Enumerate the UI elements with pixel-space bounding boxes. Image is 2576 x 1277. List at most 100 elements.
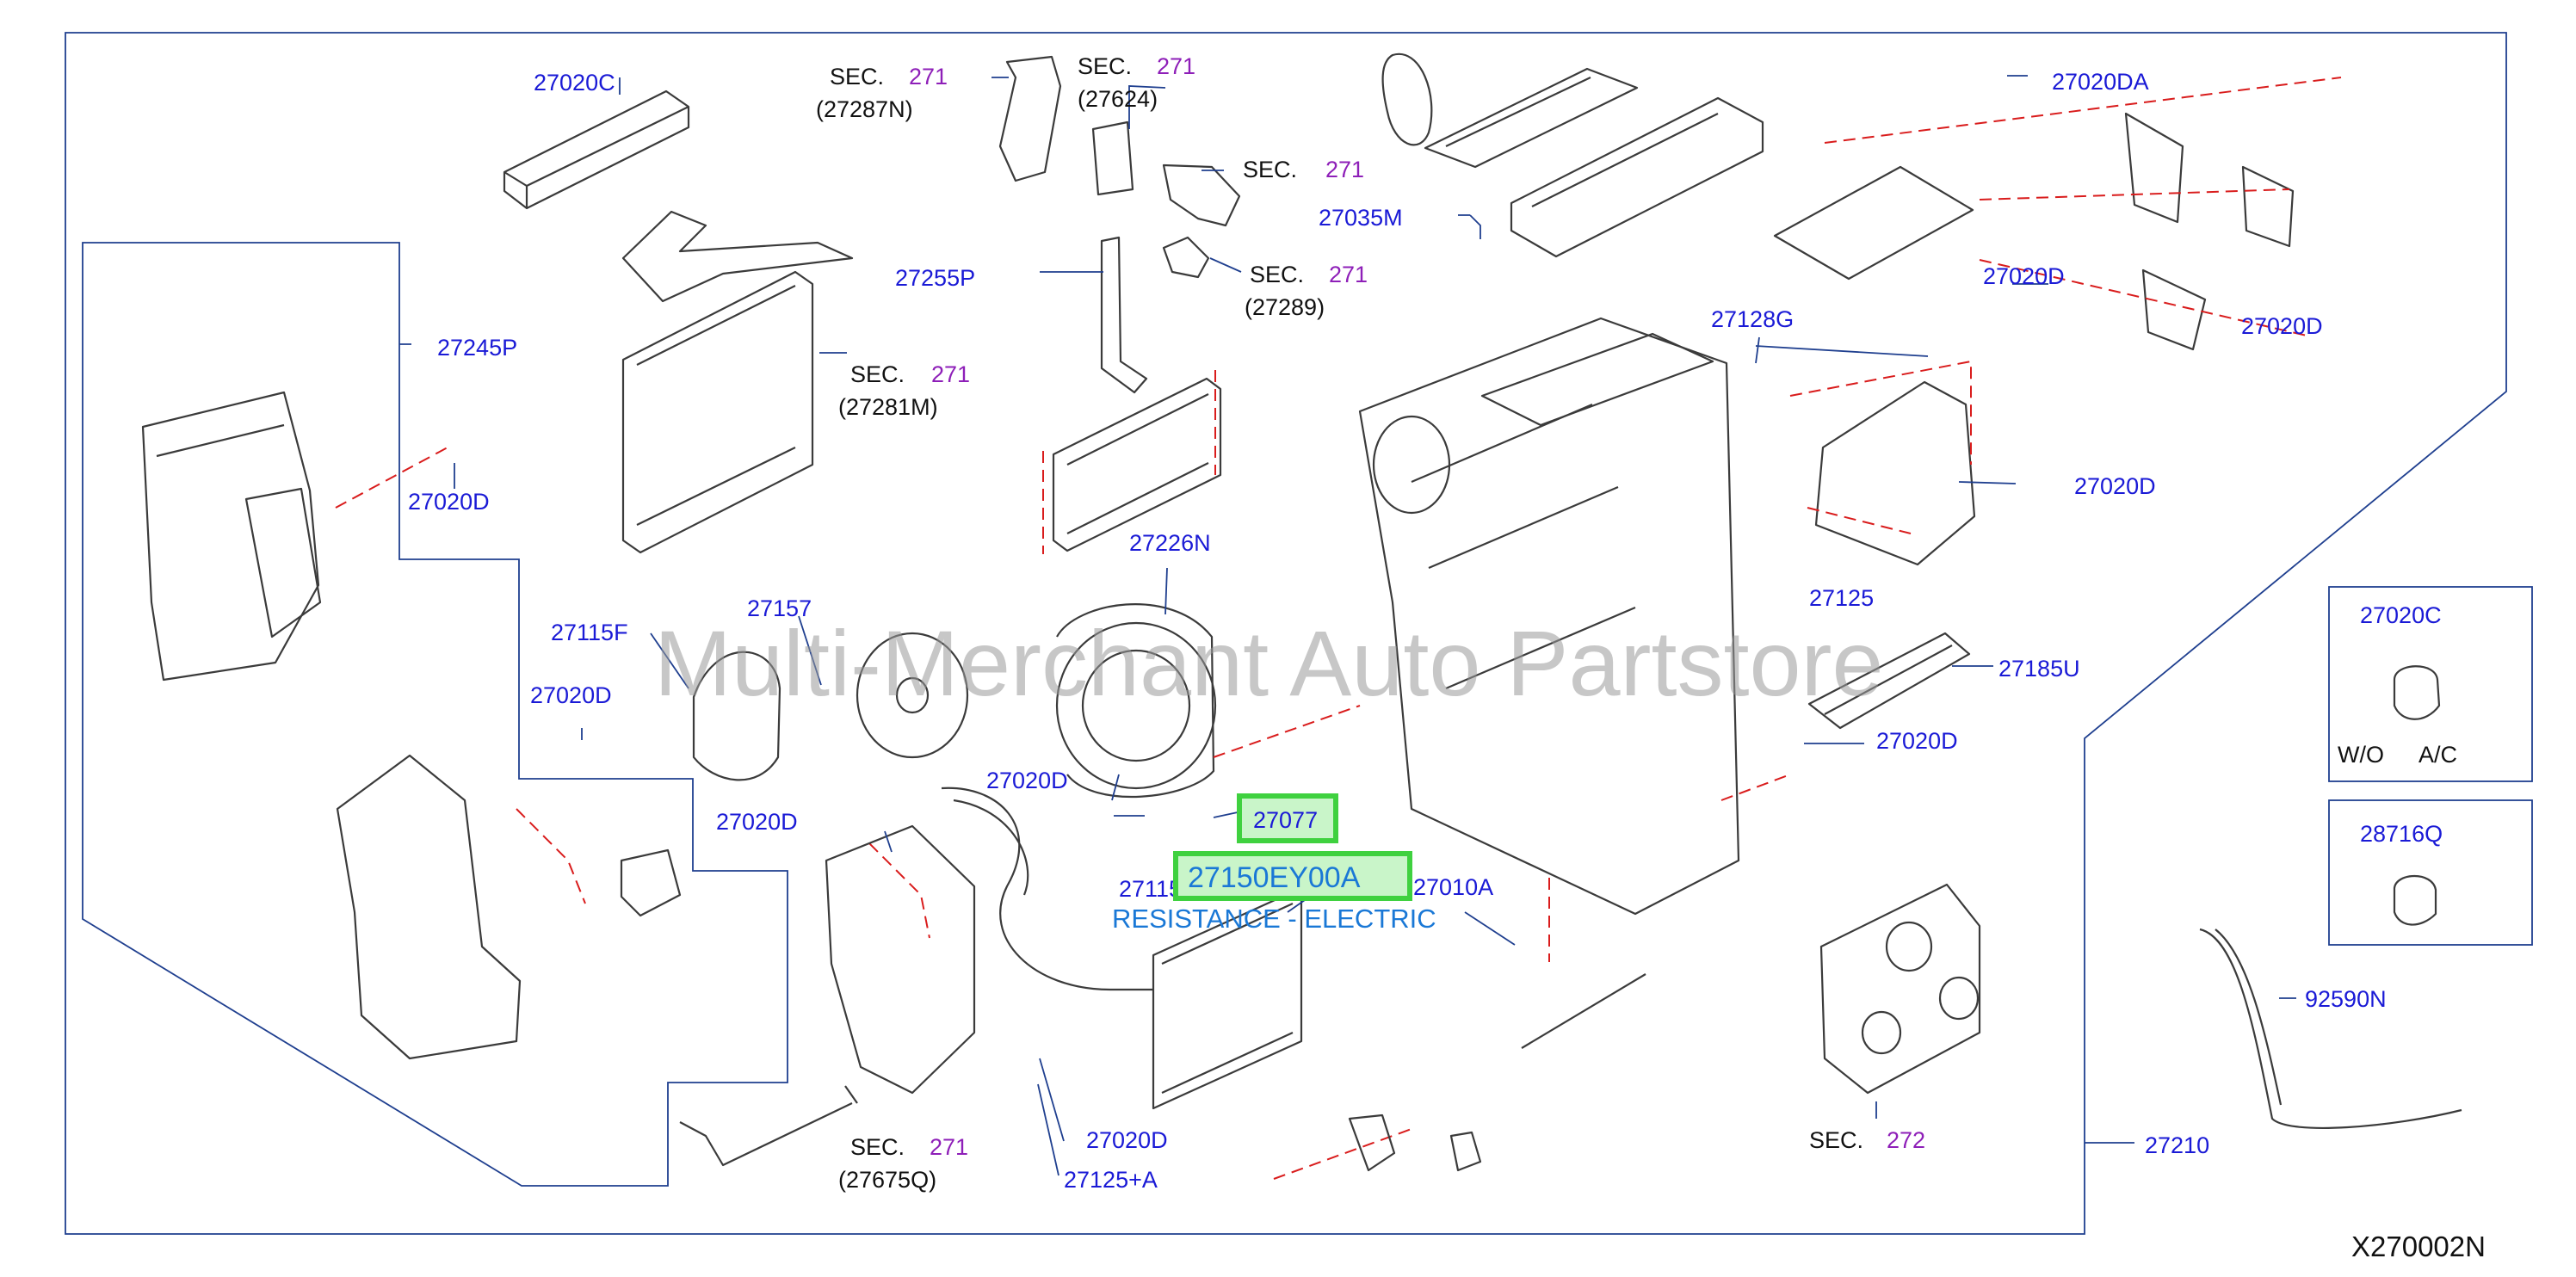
highlight-part-description: RESISTANCE - ELECTRIC — [1112, 904, 1436, 934]
callout-27255P: 27255P — [895, 265, 975, 291]
heater-core-part — [1152, 886, 1303, 1110]
callout-27185U: 27185U — [1998, 656, 2080, 682]
svg-text:(27624): (27624) — [1078, 86, 1158, 112]
wire-harness-part — [679, 1085, 858, 1167]
callout-27020D-right: 27020D — [2241, 313, 2323, 339]
actuator-assembly-part — [1773, 112, 2295, 351]
highlight-part-fill — [1176, 854, 1410, 898]
heater-unit-part — [1358, 317, 1740, 916]
expansion-valve-part — [1091, 120, 1134, 196]
highlight-part-box — [1173, 851, 1412, 901]
sec-ref-27287N[interactable]: SEC. 271 (27287N) — [816, 64, 948, 122]
filter-dash-guide — [1042, 370, 1216, 554]
callout-27077: 27077 — [1253, 807, 1318, 833]
sec-ref-272[interactable]: SEC. 272 — [1809, 1127, 1925, 1153]
callout-27035M: 27035M — [1319, 205, 1403, 231]
assembly-dash-guides — [335, 77, 2342, 1180]
blower-housing-part — [692, 651, 781, 781]
svg-text:(27289): (27289) — [1245, 294, 1325, 320]
callout-27020D-case: 27020D — [2074, 473, 2156, 499]
callout-92590N: 92590N — [2305, 986, 2387, 1012]
inset-28716Q: 28716Q — [2328, 799, 2533, 946]
actuator-lower-part — [620, 848, 682, 917]
sec-ref-27281M[interactable]: SEC. 271 (27281M) — [838, 361, 970, 420]
svg-text:271: 271 — [1325, 157, 1364, 182]
svg-text:271: 271 — [1157, 53, 1195, 79]
svg-text:271: 271 — [909, 64, 948, 89]
svg-text:(27281M): (27281M) — [838, 394, 938, 420]
svg-text:SEC.: SEC. — [850, 361, 905, 387]
figure-code: X270002N — [2351, 1231, 2486, 1262]
air-filter-upper-part — [1424, 67, 1639, 169]
svg-text:272: 272 — [1887, 1127, 1925, 1153]
sec-ref-27289[interactable]: SEC. 271 (27289) — [1245, 262, 1368, 320]
floor-duct-part — [336, 754, 522, 1060]
svg-text:(27675Q): (27675Q) — [838, 1167, 936, 1193]
callout-27020D-upper: 27020D — [1983, 263, 2065, 289]
inset-27020C-label: 27020C — [2360, 602, 2442, 628]
filter-frame-part — [1381, 52, 1433, 146]
watermark-text: Multi-Merchant Auto Partstore — [654, 611, 1884, 715]
heater-core-cover-part — [1807, 632, 1971, 730]
callout-27077-highlight-box — [1237, 793, 1338, 843]
heater-pipes-part — [941, 787, 1153, 991]
svg-text:271: 271 — [1329, 262, 1368, 287]
svg-text:SEC.: SEC. — [1078, 53, 1132, 79]
callout-27125A: 27125+A — [1064, 1167, 1158, 1193]
inset-option-ac: A/C — [2418, 742, 2457, 768]
callout-27020D-mid: 27020D — [530, 682, 612, 708]
subassembly-frame — [82, 242, 788, 1187]
svg-text:SEC.: SEC. — [850, 1134, 905, 1160]
drain-hose-part — [2199, 928, 2462, 1129]
callout-27020D-left: 27020D — [408, 489, 490, 515]
air-filter-lower-part — [1510, 96, 1764, 258]
pipe-seal-part — [998, 55, 1062, 182]
svg-text:SEC.: SEC. — [1809, 1127, 1863, 1153]
blower-case-part — [825, 824, 976, 1095]
callout-27020DA: 27020DA — [2052, 69, 2149, 95]
callout-27020D-motor: 27020D — [986, 768, 1068, 793]
callout-27020D-lower: 27020D — [716, 809, 798, 835]
blower-motor-part — [1055, 603, 1217, 799]
svg-text:SEC.: SEC. — [830, 64, 884, 89]
svg-text:271: 271 — [931, 361, 970, 387]
ac-control-unit-part — [1819, 883, 1981, 1095]
callout-27077-highlight-fill — [1239, 796, 1336, 841]
evaporator-part — [621, 210, 854, 554]
grommet-part — [1162, 236, 1210, 279]
bracket-part — [1100, 236, 1148, 394]
callout-27210: 27210 — [2145, 1132, 2209, 1158]
intake-housing-part — [141, 391, 320, 682]
inset-27020C: 27020C W/O A/C — [2328, 586, 2533, 782]
callout-27115F: 27115F — [551, 620, 628, 645]
sec-ref-27675Q[interactable]: SEC. 271 (27675Q) — [838, 1134, 968, 1193]
blower-fan-part — [856, 632, 969, 759]
duct-cover-part — [503, 89, 690, 210]
callout-27245P: 27245P — [437, 335, 517, 361]
sensor-bracket-part — [1162, 163, 1241, 227]
mode-case-part — [1814, 380, 1976, 566]
callout-27128G: 27128G — [1711, 306, 1794, 332]
svg-text:SEC.: SEC. — [1250, 262, 1304, 287]
highlight-part-number[interactable]: 27150EY00A — [1188, 861, 1361, 894]
callout-27115: 27115 — [1119, 876, 1182, 902]
callout-27010A: 27010A — [1413, 874, 1493, 900]
callout-27020D-bottom: 27020D — [1086, 1127, 1168, 1153]
callout-27226N: 27226N — [1129, 530, 1211, 556]
assembly-frame — [65, 32, 2507, 1235]
inset-28716Q-label: 28716Q — [2360, 821, 2443, 847]
link-rod-part — [1521, 973, 1646, 1049]
callout-27157: 27157 — [747, 595, 812, 621]
intake-door-part — [244, 487, 322, 638]
lever-links-part — [1348, 1114, 1482, 1172]
inset-option-wo: W/O — [2338, 742, 2384, 768]
cabin-filter-part — [1052, 377, 1222, 552]
svg-text:271: 271 — [930, 1134, 968, 1160]
sec-ref-271[interactable]: SEC. 271 — [1243, 157, 1364, 182]
sec-ref-27624[interactable]: SEC. 271 (27624) — [1078, 53, 1195, 112]
callout-27020C-top: 27020C — [534, 70, 615, 96]
leader-lines — [399, 75, 2296, 1176]
svg-text:(27287N): (27287N) — [816, 96, 913, 122]
